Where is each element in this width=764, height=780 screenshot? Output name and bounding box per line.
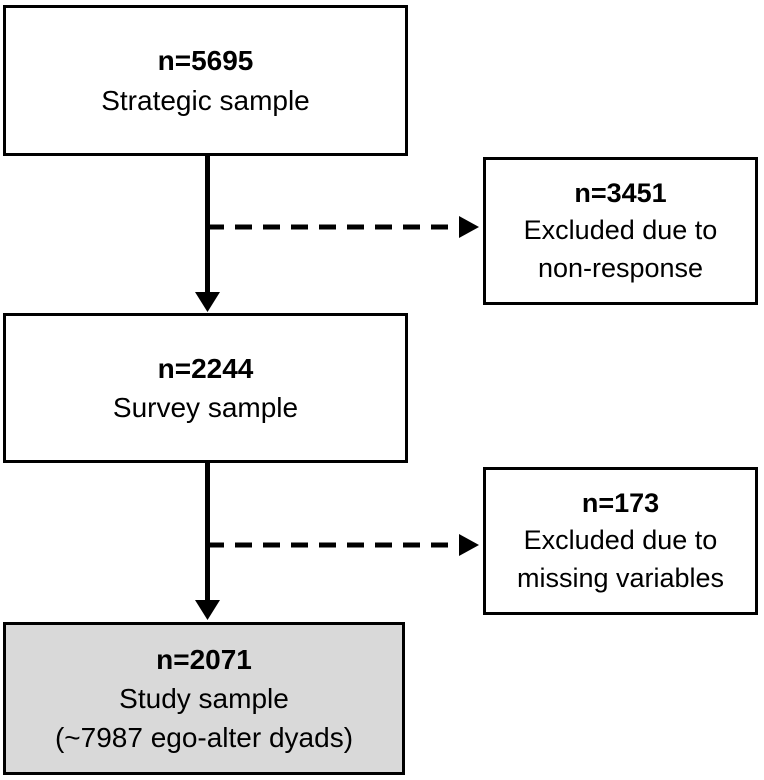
node-study-sample-label: Study sample <box>119 682 289 714</box>
node-survey-sample-label: Survey sample <box>112 392 299 423</box>
arrow-down-survey-to-study-icon <box>195 463 220 620</box>
node-strategic-sample-count: n=5695 <box>157 45 254 77</box>
arrow-down-strategic-to-survey-icon <box>195 156 220 312</box>
arrow-dashed-excluded-missing-icon <box>207 534 479 556</box>
node-excluded-missing-label-line1: Excluded due to <box>523 525 718 556</box>
node-excluded-nonresponse-label-line1: Excluded due to <box>523 215 718 246</box>
node-excluded-missing-variables: n=173 Excluded due to missing variables <box>483 467 758 615</box>
node-excluded-missing-label-line2: missing variables <box>516 562 725 593</box>
node-excluded-missing-count: n=173 <box>581 488 660 519</box>
node-study-sample-sublabel: (~7987 ego-alter dyads) <box>54 722 354 754</box>
node-study-sample-count: n=2071 <box>156 643 252 675</box>
node-survey-sample-count: n=2244 <box>157 352 254 384</box>
node-excluded-nonresponse-label-line2: non-response <box>537 252 704 283</box>
node-strategic-sample: n=5695 Strategic sample <box>3 5 408 156</box>
arrow-dashed-excluded-nonresponse-icon <box>207 216 479 238</box>
node-strategic-sample-label: Strategic sample <box>101 84 310 116</box>
node-excluded-nonresponse-count: n=3451 <box>574 178 667 209</box>
node-study-sample: n=2071 Study sample (~7987 ego-alter dya… <box>3 622 405 775</box>
node-excluded-nonresponse: n=3451 Excluded due to non-response <box>483 157 758 305</box>
node-survey-sample: n=2244 Survey sample <box>3 313 408 463</box>
